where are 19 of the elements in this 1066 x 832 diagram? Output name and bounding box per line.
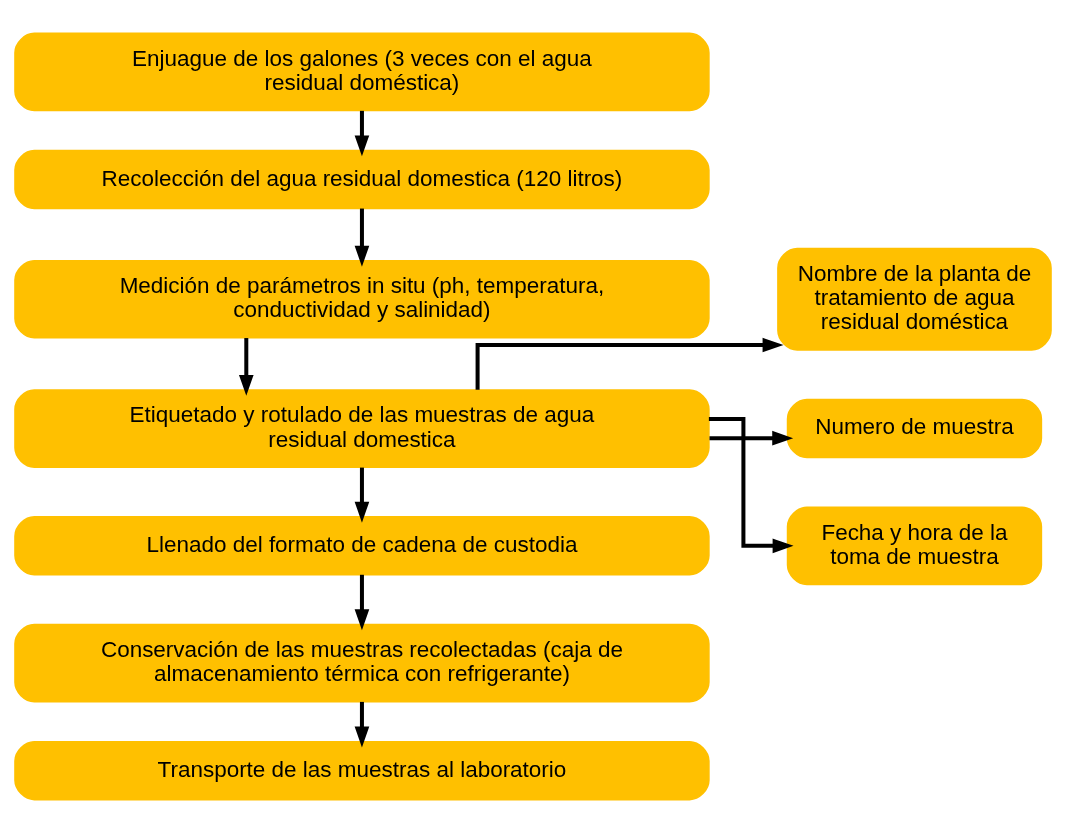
arrow [354, 467, 370, 523]
node-box: Llenado del formato de cadena de custodia [14, 515, 710, 575]
arrow [354, 701, 370, 747]
node-box: Enjuague de los galones (3 veces con el agua residual doméstica) [14, 32, 710, 111]
node-box: Numero de muestra [786, 398, 1043, 458]
arrow [354, 110, 370, 156]
node-box: Medición de parámetros in situ (ph, temperatura, conductividad y salinidad) [14, 259, 710, 339]
node-box: Recolección del agua residual domestica (120 litros) [14, 149, 710, 209]
arrow [354, 574, 370, 630]
node-box: Transporte de las muestras al laboratorio [14, 740, 710, 800]
arrow [475, 337, 784, 390]
arrow [354, 208, 370, 267]
arrow [708, 416, 794, 553]
arrow [709, 430, 794, 445]
node-box: Fecha y hora de la toma de muestra [786, 505, 1043, 585]
arrow [238, 337, 254, 396]
node-box: Etiquetado y rotulado de las muestras de agua residual domestica [14, 388, 710, 468]
node-box: Nombre de la planta de tratamiento de agua residual doméstica [777, 247, 1052, 351]
node-box: Conservación de las muestras recolectadas (caja de almacenamiento térmica con refrigerante) [14, 623, 710, 702]
